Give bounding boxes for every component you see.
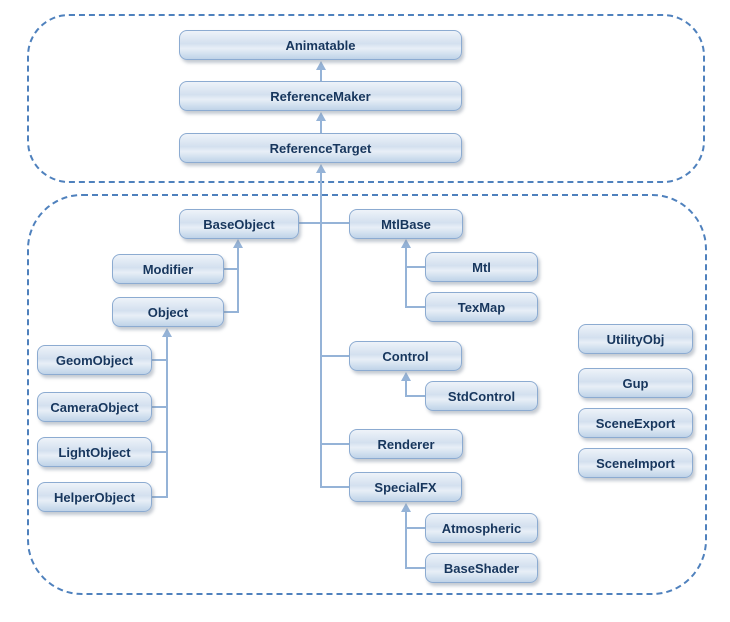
connector-cameraobject <box>152 406 168 408</box>
node-helperobject: HelperObject <box>37 482 152 512</box>
connector-referencemaker-to-animatable <box>320 68 322 82</box>
connector-helperobject <box>152 496 168 498</box>
node-object: Object <box>112 297 224 327</box>
connector-riser-baseobject-children <box>237 246 239 312</box>
node-cameraobject: CameraObject <box>37 392 152 422</box>
node-referencetarget: ReferenceTarget <box>179 133 462 163</box>
arrow-up-into-mtlbase-icon <box>401 239 411 248</box>
arrow-up-into-specialfx-icon <box>401 503 411 512</box>
connector-baseobject-mtlbase <box>299 222 349 224</box>
connector-atmospheric <box>406 527 425 529</box>
node-texmap: TexMap <box>425 292 538 322</box>
connector-modifier <box>224 268 239 270</box>
node-utilityobj: UtilityObj <box>578 324 693 354</box>
node-stdcontrol: StdControl <box>425 381 538 411</box>
connector-trunk <box>320 171 322 488</box>
connector-control <box>321 355 349 357</box>
connector-riser-mtlbase-children <box>405 246 407 308</box>
connector-riser-specialfx-children <box>405 510 407 569</box>
plugin-classes-group-border <box>27 194 707 595</box>
node-animatable: Animatable <box>179 30 462 60</box>
arrow-up-into-referencemaker-icon <box>316 112 326 121</box>
connector-lightobject <box>152 451 168 453</box>
node-control: Control <box>349 341 462 371</box>
arrow-up-into-baseobject-icon <box>233 239 243 248</box>
connector-renderer <box>321 443 349 445</box>
core-classes-group-border <box>27 14 705 183</box>
arrow-up-into-animatable-icon <box>316 61 326 70</box>
connector-specialfx <box>321 486 349 488</box>
node-geomobject: GeomObject <box>37 345 152 375</box>
node-renderer: Renderer <box>349 429 463 459</box>
connector-referencetarget-to-referencemaker <box>320 119 322 134</box>
node-mtlbase: MtlBase <box>349 209 463 239</box>
arrow-up-into-control-icon <box>401 372 411 381</box>
connector-geomobject <box>152 359 168 361</box>
node-atmospheric: Atmospheric <box>425 513 538 543</box>
node-modifier: Modifier <box>112 254 224 284</box>
connector-texmap <box>406 306 425 308</box>
node-mtl: Mtl <box>425 252 538 282</box>
node-lightobject: LightObject <box>37 437 152 467</box>
connector-baseshader <box>406 567 425 569</box>
node-sceneimport: SceneImport <box>578 448 693 478</box>
connector-object <box>224 311 239 313</box>
node-baseobject: BaseObject <box>179 209 299 239</box>
node-referencemaker: ReferenceMaker <box>179 81 462 111</box>
node-specialfx: SpecialFX <box>349 472 462 502</box>
connector-mtl <box>406 266 425 268</box>
arrow-up-into-object-icon <box>162 328 172 337</box>
connector-stdcontrol <box>406 395 425 397</box>
node-baseshader: BaseShader <box>425 553 538 583</box>
connector-riser-control-children <box>405 379 407 397</box>
node-gup: Gup <box>578 368 693 398</box>
connector-riser-object-children <box>166 335 168 498</box>
arrow-up-into-referencetarget-icon <box>316 164 326 173</box>
node-sceneexport: SceneExport <box>578 408 693 438</box>
